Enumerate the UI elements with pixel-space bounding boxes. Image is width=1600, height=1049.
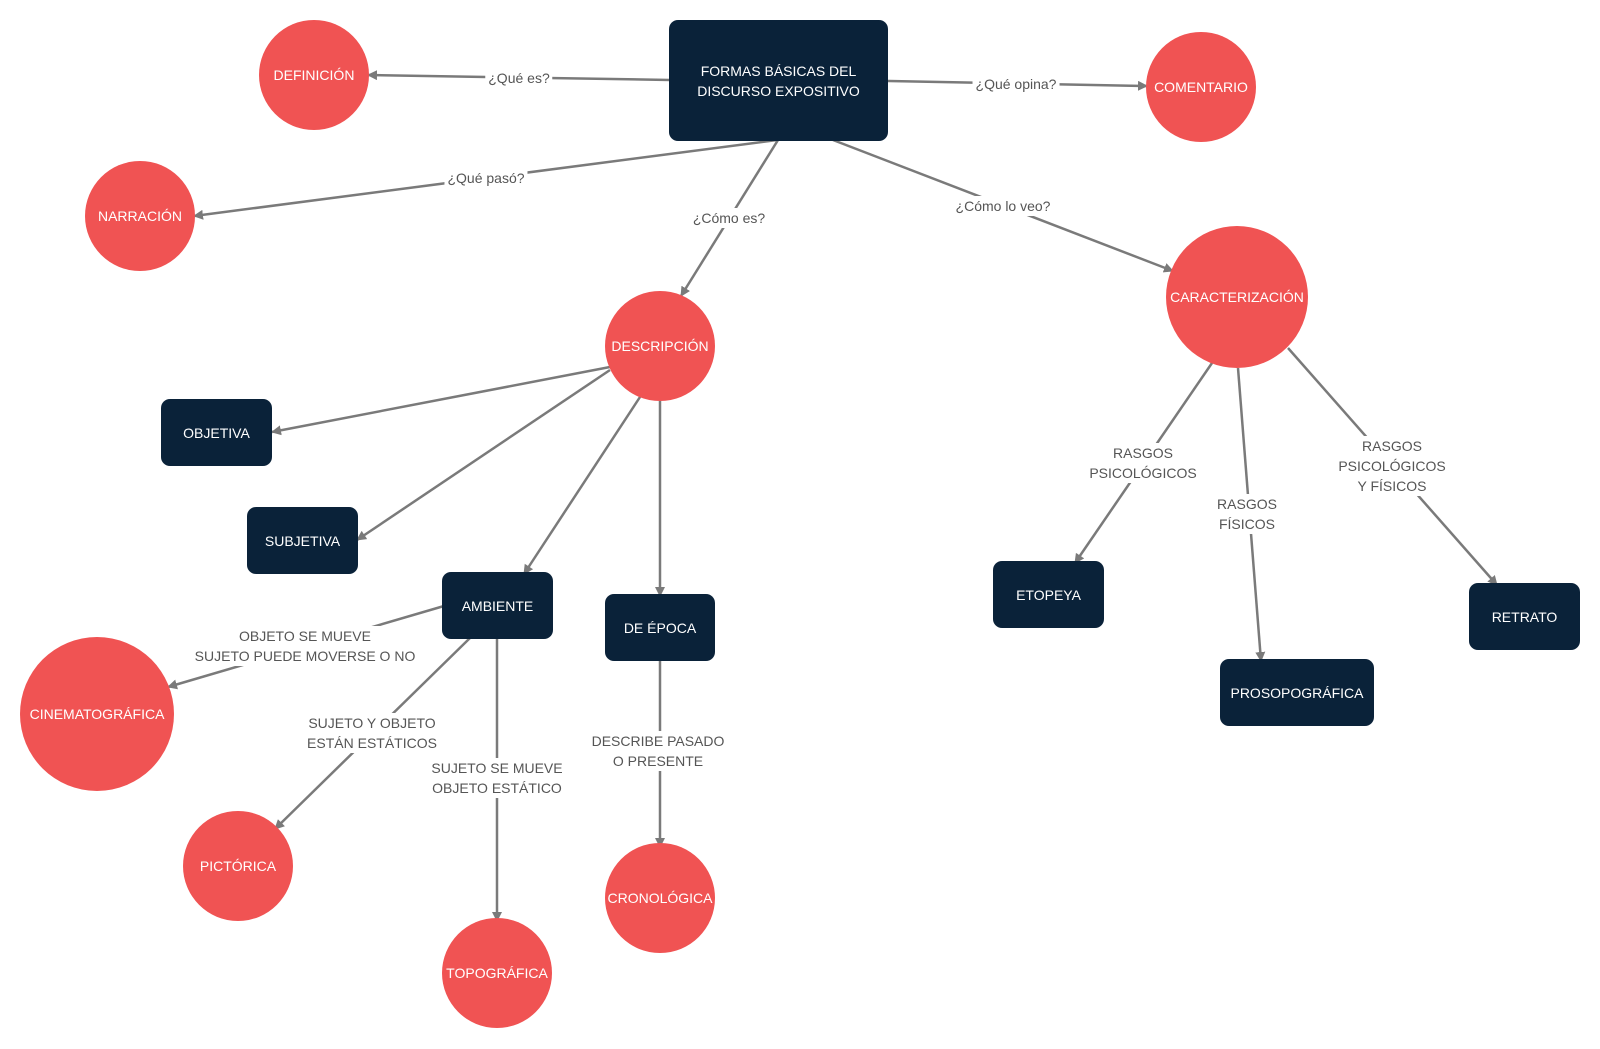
- text-line: DISCURSO EXPOSITIVO: [697, 82, 860, 99]
- edge-label-line: OBJETO SE MUEVE SUJETO PUEDE MOVERSE O NO: [195, 626, 416, 666]
- node-descripcion[interactable]: DESCRIPCIÓN: [605, 291, 715, 401]
- edge-descripcion-objetiva: [271, 365, 611, 436]
- text-line: FORMAS BÁSICAS DEL: [700, 62, 857, 79]
- text-line: RASGOS: [1362, 438, 1422, 454]
- edge-label-rasgos-psicologicos: RASGOS PSICOLÓGICOS: [1086, 443, 1200, 483]
- node-subjetiva[interactable]: SUBJETIVA: [247, 507, 358, 574]
- node-comentario[interactable]: COMENTARIO: [1146, 32, 1256, 142]
- edge-label-line: RASGOS PSICOLÓGICOS Y FÍSICOS: [1338, 436, 1445, 496]
- edge-label-rasgos-fisicos: RASGOS FÍSICOS: [1214, 494, 1280, 534]
- text-line: RASGOS: [1113, 445, 1173, 461]
- edge-label-como-lo-veo: ¿Cómo lo veo?: [952, 196, 1054, 216]
- text-line: PSICOLÓGICOS: [1089, 465, 1197, 481]
- node-objetiva[interactable]: OBJETIVA: [161, 399, 272, 466]
- text-line: DESCRIBE PASADO: [591, 733, 725, 749]
- edge-label-que-opina: ¿Qué opina?: [972, 74, 1060, 94]
- node-caracterizacion[interactable]: CARACTERIZACIÓN: [1166, 226, 1308, 368]
- edge-label-line: SUJETO SE MUEVE OBJETO ESTÁTICO: [431, 758, 562, 798]
- node-prosopografica[interactable]: PROSOPOGRÁFICA: [1220, 659, 1374, 726]
- text-line: OBJETO ESTÁTICO: [432, 780, 562, 796]
- text-line: RASGOS: [1217, 496, 1277, 512]
- node-formas-basicas[interactable]: FORMAS BÁSICAS DEL DISCURSO EXPOSITIVO: [669, 20, 888, 141]
- edge-label-rasgos-psico-fisicos: RASGOS PSICOLÓGICOS Y FÍSICOS: [1335, 436, 1449, 496]
- edge-label-sujeto-y-objeto: SUJETO Y OBJETO ESTÁN ESTÁTICOS: [304, 713, 440, 753]
- text-line: ESTÁN ESTÁTICOS: [307, 735, 437, 751]
- text-line: SUJETO Y OBJETO: [308, 715, 436, 731]
- edge-label-line: SUJETO Y OBJETO ESTÁN ESTÁTICOS: [307, 713, 437, 753]
- node-retrato[interactable]: RETRATO: [1469, 583, 1580, 650]
- edge-label-que-es: ¿Qué es?: [485, 68, 553, 88]
- node-cinematografica[interactable]: CINEMATOGRÁFICA: [20, 637, 174, 791]
- text-line: FÍSICOS: [1218, 516, 1275, 532]
- text-line: SUJETO PUEDE MOVERSE O NO: [194, 648, 416, 664]
- edge-descripcion-subjetiva: [356, 368, 611, 542]
- node-pictorica[interactable]: PICTÓRICA: [183, 811, 293, 921]
- text-line: SUJETO SE MUEVE: [431, 760, 563, 776]
- node-narracion[interactable]: NARRACIÓN: [85, 161, 195, 271]
- node-cronologica[interactable]: CRONOLÓGICA: [605, 843, 715, 953]
- text-line: PSICOLÓGICOS: [1338, 458, 1446, 474]
- node-etopeya[interactable]: ETOPEYA: [993, 561, 1104, 628]
- edge-label-sujeto-se-mueve: SUJETO SE MUEVE OBJETO ESTÁTICO: [428, 758, 566, 798]
- edge-label-line: DESCRIBE PASADO O PRESENTE: [592, 731, 725, 771]
- text-line: Y FÍSICOS: [1357, 478, 1427, 494]
- node-definicion[interactable]: DEFINICIÓN: [259, 20, 369, 130]
- edge-label-objeto-se-mueve: OBJETO SE MUEVE SUJETO PUEDE MOVERSE O NO: [191, 626, 419, 666]
- node-topografica[interactable]: TOPOGRÁFICA: [442, 918, 552, 1028]
- edge-label-que-paso: ¿Qué pasó?: [444, 168, 528, 188]
- edge-label-como-es: ¿Cómo es?: [689, 208, 769, 228]
- text-line: OBJETO SE MUEVE: [238, 628, 371, 644]
- edge-label-line: RASGOS PSICOLÓGICOS: [1089, 443, 1196, 483]
- edge-label-line: RASGOS FÍSICOS: [1217, 494, 1277, 534]
- text-line: O PRESENTE: [612, 753, 704, 769]
- node-formas-basicas-label: FORMAS BÁSICAS DEL DISCURSO EXPOSITIVO: [697, 61, 860, 101]
- node-de-epoca[interactable]: DE ÉPOCA: [605, 594, 715, 661]
- edge-descripcion-ambiente: [522, 396, 642, 575]
- edge-label-describe-pasado: DESCRIBE PASADO O PRESENTE: [588, 731, 728, 771]
- node-ambiente[interactable]: AMBIENTE: [442, 572, 553, 639]
